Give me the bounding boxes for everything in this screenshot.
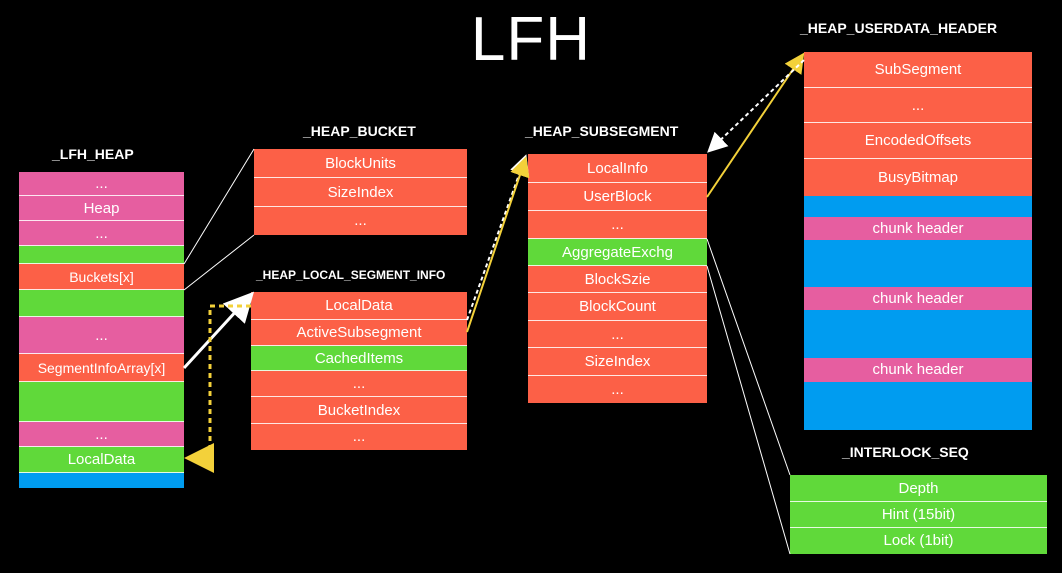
lfh-heap-row	[19, 473, 184, 488]
subsegment-row: ...	[528, 321, 707, 348]
bucket-expansion-line	[183, 234, 255, 291]
userdata-header-row: ...	[804, 88, 1032, 123]
local-segment-info-label: _HEAP_LOCAL_SEGMENT_INFO	[256, 268, 446, 282]
userdata-header-row	[804, 382, 1032, 430]
local-data-back-arrow	[184, 304, 251, 473]
subsegment-row: SizeIndex	[528, 348, 707, 376]
userdata-header-row	[804, 310, 1032, 358]
lfh-heap-row: ...	[19, 317, 184, 354]
subsegment-row: AggregateExchg	[528, 239, 707, 266]
subsegment-row: ...	[528, 211, 707, 239]
userdata-header-row: BusyBitmap	[804, 159, 1032, 196]
interlock-seq-row: Depth	[790, 475, 1047, 502]
lfh-heap-row	[19, 382, 184, 422]
userdata-header-row	[804, 240, 1032, 287]
local-segment-info-row: ...	[251, 424, 467, 450]
local-segment-info-row: CachedItems	[251, 346, 467, 371]
subsegment-row: UserBlock	[528, 183, 707, 211]
userdata-header-row: SubSegment	[804, 52, 1032, 88]
lfh-heap-row: ...	[19, 172, 184, 196]
lfh-heap-row: SegmentInfoArray[x]	[19, 354, 184, 382]
bucket-expansion-line	[183, 148, 255, 265]
userdata-header-struct: SubSegment ... EncodedOffsets BusyBitmap…	[804, 52, 1032, 430]
local-info-back-arrow	[466, 156, 530, 333]
chunk-header-row: chunk header	[804, 358, 1032, 382]
lfh-heap-row: Buckets[x]	[19, 264, 184, 290]
lfh-heap-row: ...	[19, 422, 184, 447]
heap-bucket-struct: BlockUnits SizeIndex ...	[254, 149, 467, 235]
local-segment-info-row: ...	[251, 371, 467, 397]
active-subsegment-arrow	[466, 154, 530, 321]
chunk-header-row: chunk header	[804, 287, 1032, 310]
userdata-header-label: _HEAP_USERDATA_HEADER	[800, 20, 998, 36]
interlock-seq-label: _INTERLOCK_SEQ	[842, 444, 969, 460]
user-block-arrow	[706, 52, 805, 198]
heap-bucket-label: _HEAP_BUCKET	[303, 123, 416, 139]
userdata-header-row: EncodedOffsets	[804, 123, 1032, 159]
subsegment-struct: LocalInfo UserBlock ... AggregateExchg B…	[528, 154, 707, 403]
segment-info-arrow	[182, 291, 255, 370]
aggregate-expansion-line	[706, 238, 791, 476]
heap-bucket-row: ...	[254, 207, 467, 235]
diagram-title: LFH	[470, 5, 592, 74]
local-segment-info-row: BucketIndex	[251, 397, 467, 424]
interlock-seq-row: Lock (1bit)	[790, 528, 1047, 554]
lfh-heap-struct: ... Heap ... Buckets[x] ... SegmentInfoA…	[19, 172, 184, 488]
local-segment-info-row: ActiveSubsegment	[251, 320, 467, 346]
lfh-heap-row: Heap	[19, 196, 184, 221]
lfh-heap-row: ...	[19, 221, 184, 246]
heap-bucket-row: SizeIndex	[254, 178, 467, 207]
subsegment-row: BlockSzie	[528, 266, 707, 293]
lfh-heap-row	[19, 290, 184, 317]
userdata-header-row	[804, 196, 1032, 217]
interlock-seq-struct: Depth Hint (15bit) Lock (1bit)	[790, 475, 1047, 554]
local-segment-info-row: LocalData	[251, 292, 467, 320]
lfh-heap-label: _LFH_HEAP	[52, 146, 134, 162]
subsegment-back-arrow	[707, 59, 805, 153]
local-segment-info-struct: LocalData ActiveSubsegment CachedItems .…	[251, 292, 467, 450]
lfh-heap-row: LocalData	[19, 447, 184, 473]
interlock-seq-row: Hint (15bit)	[790, 502, 1047, 528]
subsegment-label: _HEAP_SUBSEGMENT	[525, 123, 679, 139]
aggregate-expansion-line	[706, 265, 791, 555]
lfh-heap-row	[19, 246, 184, 264]
subsegment-row: BlockCount	[528, 293, 707, 321]
subsegment-row: ...	[528, 376, 707, 403]
chunk-header-row: chunk header	[804, 217, 1032, 240]
heap-bucket-row: BlockUnits	[254, 149, 467, 178]
subsegment-row: LocalInfo	[528, 154, 707, 183]
